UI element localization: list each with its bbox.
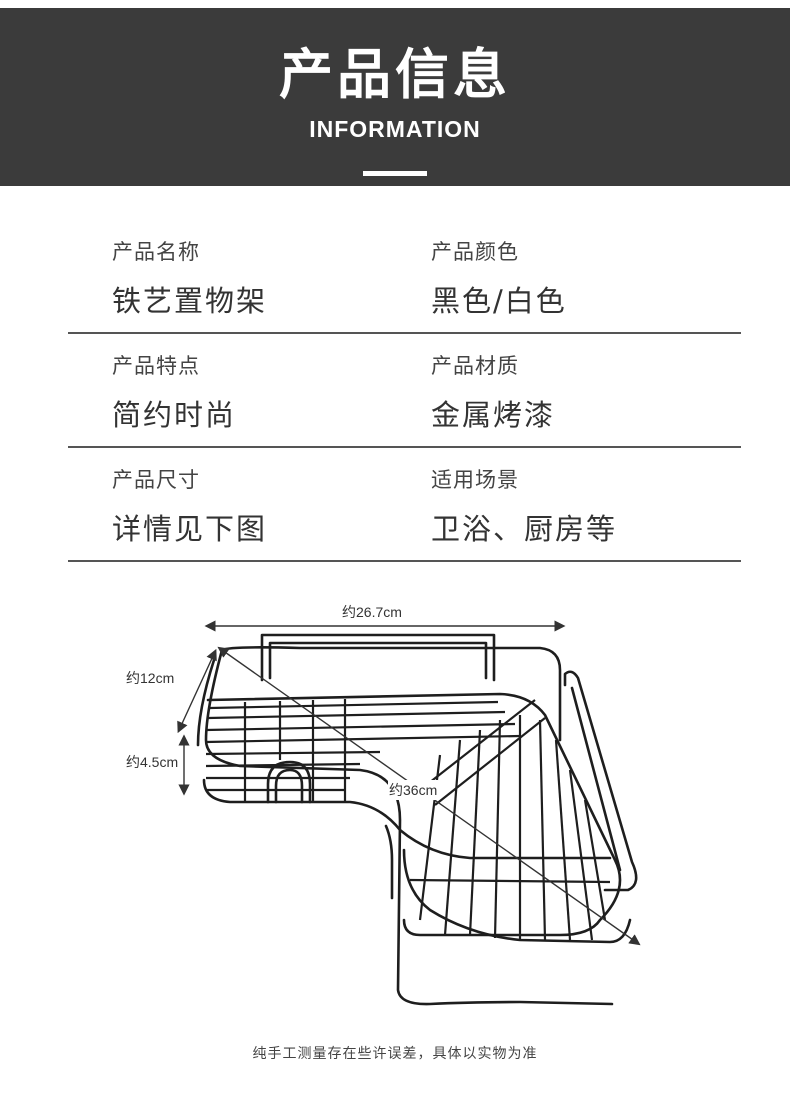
title-underline [363,171,427,176]
product-info-table: 产品名称 铁艺置物架 产品颜色 黑色/白色 产品特点 简约时尚 产品材质 金属烤… [68,220,741,562]
width-dimension-label: 约26.7cm [342,604,402,620]
info-cell-material: 产品材质 金属烤漆 [431,350,555,434]
info-label: 产品特点 [112,354,200,378]
info-value: 黑色/白色 [431,284,567,318]
info-label: 产品尺寸 [112,468,200,492]
info-row: 产品特点 简约时尚 产品材质 金属烤漆 [68,334,741,448]
info-cell-size: 产品尺寸 详情见下图 [112,464,267,548]
info-cell-feature: 产品特点 简约时尚 [112,350,236,434]
info-label: 适用场景 [431,468,519,492]
info-cell-color: 产品颜色 黑色/白色 [431,236,567,320]
page-subtitle: INFORMATION [309,116,481,142]
info-value: 铁艺置物架 [112,284,268,318]
info-label: 产品名称 [112,240,200,264]
info-cell-usage: 适用场景 卫浴、厨房等 [431,464,617,548]
diagonal-dimension-label: 约36cm [388,780,439,800]
hook-dimension-label: 约4.5cm [126,754,179,770]
page-title: 产品信息 [279,43,511,106]
info-value: 简约时尚 [112,398,237,432]
info-row: 产品名称 铁艺置物架 产品颜色 黑色/白色 [68,220,741,334]
header-banner: 产品信息 INFORMATION [0,8,790,186]
rack-dimension-diagram: 约26.7cm 约12cm 约4.5cm 约36cm [0,590,790,1020]
info-value: 金属烤漆 [431,398,556,432]
corner-rack-drawing [177,620,641,1006]
info-value: 卫浴、厨房等 [431,512,618,546]
info-label: 产品材质 [431,354,519,378]
info-value: 详情见下图 [112,512,268,546]
measurement-note: 纯手工测量存在些许误差，具体以实物为准 [252,1046,538,1062]
info-row: 产品尺寸 详情见下图 适用场景 卫浴、厨房等 [68,448,741,562]
info-cell-name: 产品名称 铁艺置物架 [112,236,267,320]
height-dimension-label: 约12cm [126,670,175,686]
info-label: 产品颜色 [431,240,519,264]
